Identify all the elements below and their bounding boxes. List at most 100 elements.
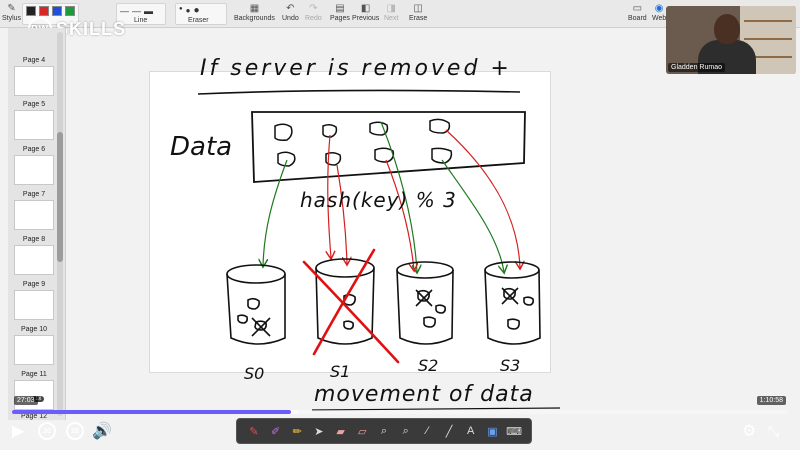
page-thumb-10[interactable]: Page 10 — [12, 325, 56, 365]
volume-button[interactable]: 🔊 — [92, 420, 112, 442]
data-box — [251, 111, 526, 183]
line-width-group[interactable]: — — ▬ — [116, 3, 166, 25]
redo-button[interactable]: ↷ Redo — [305, 2, 322, 28]
sidebar-scrollbar[interactable] — [57, 32, 63, 416]
play-button[interactable]: ▶ — [12, 420, 24, 442]
line-medium-icon[interactable]: — — [132, 6, 141, 16]
page-label: Page 8 — [22, 236, 46, 243]
line-thin-icon[interactable]: — — [120, 6, 129, 16]
previous-label: Previous — [352, 15, 380, 22]
backgrounds-label: Backgrounds — [234, 15, 275, 22]
color-blue-swatch[interactable] — [52, 6, 62, 16]
server-removed-cross — [302, 248, 400, 364]
text-ai-icon[interactable]: A — [467, 425, 475, 437]
board-button[interactable]: ▭ Board — [628, 2, 647, 28]
page-thumbnail — [14, 380, 54, 410]
previous-button[interactable]: ◧ Previous — [352, 2, 379, 28]
settings-button[interactable]: ⚙ — [742, 420, 756, 442]
progress-played — [12, 410, 292, 414]
page-thumbnail — [14, 155, 54, 185]
pages-button[interactable]: ▤ Pages — [330, 2, 350, 28]
page-thumb-6[interactable]: Page 6 — [12, 145, 56, 185]
page-thumb-4[interactable]: Page 4 — [12, 56, 56, 96]
color-black-swatch[interactable] — [26, 6, 36, 16]
page-label: Page 12 — [20, 413, 48, 420]
eraser-icon[interactable]: ▰ — [336, 425, 345, 438]
erase-label: Erase — [409, 15, 428, 22]
progress-bar[interactable] — [12, 410, 788, 414]
footer-note: movement of data — [314, 382, 534, 407]
stylus-tool[interactable]: ✎ Stylus — [2, 2, 21, 28]
logo-text: SKILLS — [56, 18, 127, 39]
stylus-icon: ✎ — [7, 2, 16, 14]
previous-icon: ◧ — [360, 2, 371, 14]
eraser-icon[interactable]: ▱ — [358, 425, 367, 438]
elapsed-time: 27:03 — [14, 396, 38, 405]
next-button[interactable]: ◨ Next — [384, 2, 398, 28]
board-heading: If server is removed + — [200, 56, 512, 81]
page-thumb-8[interactable]: Page 8 — [12, 235, 56, 275]
zoom-in-icon[interactable]: ⌕ — [380, 424, 388, 437]
red-arrows — [328, 129, 520, 270]
footer-underline — [311, 407, 561, 411]
gear-icon: ⚙ — [742, 423, 757, 440]
forward-10-button[interactable]: 10 — [66, 420, 84, 442]
volume-icon: 🔊 — [92, 423, 112, 440]
color-green-swatch[interactable] — [65, 6, 75, 16]
pages-icon: ▤ — [335, 2, 345, 14]
keyboard-icon[interactable]: ⌨ — [506, 425, 523, 438]
backgrounds-button[interactable]: ▦ Backgrounds — [234, 2, 275, 28]
data-label: Data — [170, 132, 233, 162]
eraser-size-group[interactable]: ● ● ● — [175, 3, 227, 25]
server-s3 — [484, 261, 541, 345]
next-icon: ◨ — [386, 2, 396, 14]
backgrounds-icon: ▦ — [249, 2, 260, 14]
data-items — [274, 118, 453, 167]
pages-label: Pages — [330, 15, 350, 22]
color-red-swatch[interactable] — [39, 6, 49, 16]
redo-label: Redo — [305, 15, 322, 22]
instructor-name: Gladden Rumao — [668, 63, 725, 72]
page-thumb-11[interactable]: Page 11 — [12, 370, 56, 410]
board-label: Board — [628, 15, 647, 22]
undo-button[interactable]: ↶ Undo — [282, 2, 299, 28]
stylus-label: Stylus — [2, 15, 22, 22]
instructor-head — [714, 14, 740, 44]
page-thumbnail — [14, 290, 54, 320]
zoom-out-icon[interactable]: ⌕ — [402, 424, 409, 437]
eraser-medium-icon[interactable]: ● — [185, 6, 191, 15]
line-thick-icon[interactable]: ▬ — [144, 6, 153, 16]
pen-icon[interactable]: ✎ — [249, 425, 259, 438]
page-thumb-9[interactable]: Page 9 — [12, 280, 56, 320]
line-icon[interactable]: ╱ — [445, 425, 453, 438]
web-label: Web — [652, 15, 667, 22]
erase-button[interactable]: ◫ Erase — [409, 2, 427, 28]
play-icon: ▶ — [12, 423, 25, 440]
rewind-10-button[interactable]: 10 — [38, 420, 56, 442]
rewind-icon: 10 — [38, 422, 56, 440]
page-thumb-5[interactable]: Page 5 — [12, 100, 56, 140]
highlighter-icon[interactable]: ✐ — [270, 425, 281, 438]
eraser-label: Eraser — [188, 17, 209, 24]
marker-icon[interactable]: ✏ — [292, 425, 302, 438]
server-label-s3: S3 — [500, 356, 521, 375]
page-thumb-12[interactable]: Page 12 — [12, 412, 56, 420]
forward-icon: 10 — [66, 422, 84, 440]
exit-fullscreen-button[interactable]: ⤡ — [768, 420, 779, 442]
web-button[interactable]: ◉ Web — [652, 2, 666, 28]
exit-fullscreen-icon: ⤡ — [768, 422, 780, 439]
image-icon[interactable]: ▣ — [487, 425, 498, 438]
server-label-s2: S2 — [418, 356, 439, 375]
page-label: Page 4 — [22, 57, 46, 64]
pointer-icon[interactable]: ➤ — [314, 425, 324, 438]
page-thumbnail — [14, 200, 54, 230]
arrow-green-to-s2 — [380, 121, 417, 272]
heading-underline — [197, 89, 521, 95]
sidebar-scroll-thumb[interactable] — [57, 132, 63, 262]
page-thumbnail — [14, 66, 54, 96]
eraser-large-icon[interactable]: ● — [193, 5, 200, 16]
eraser-small-icon[interactable]: ● — [179, 6, 183, 12]
page-thumb-7[interactable]: Page 7 — [12, 190, 56, 230]
eyedropper-icon[interactable]: ⁄ — [426, 425, 429, 437]
